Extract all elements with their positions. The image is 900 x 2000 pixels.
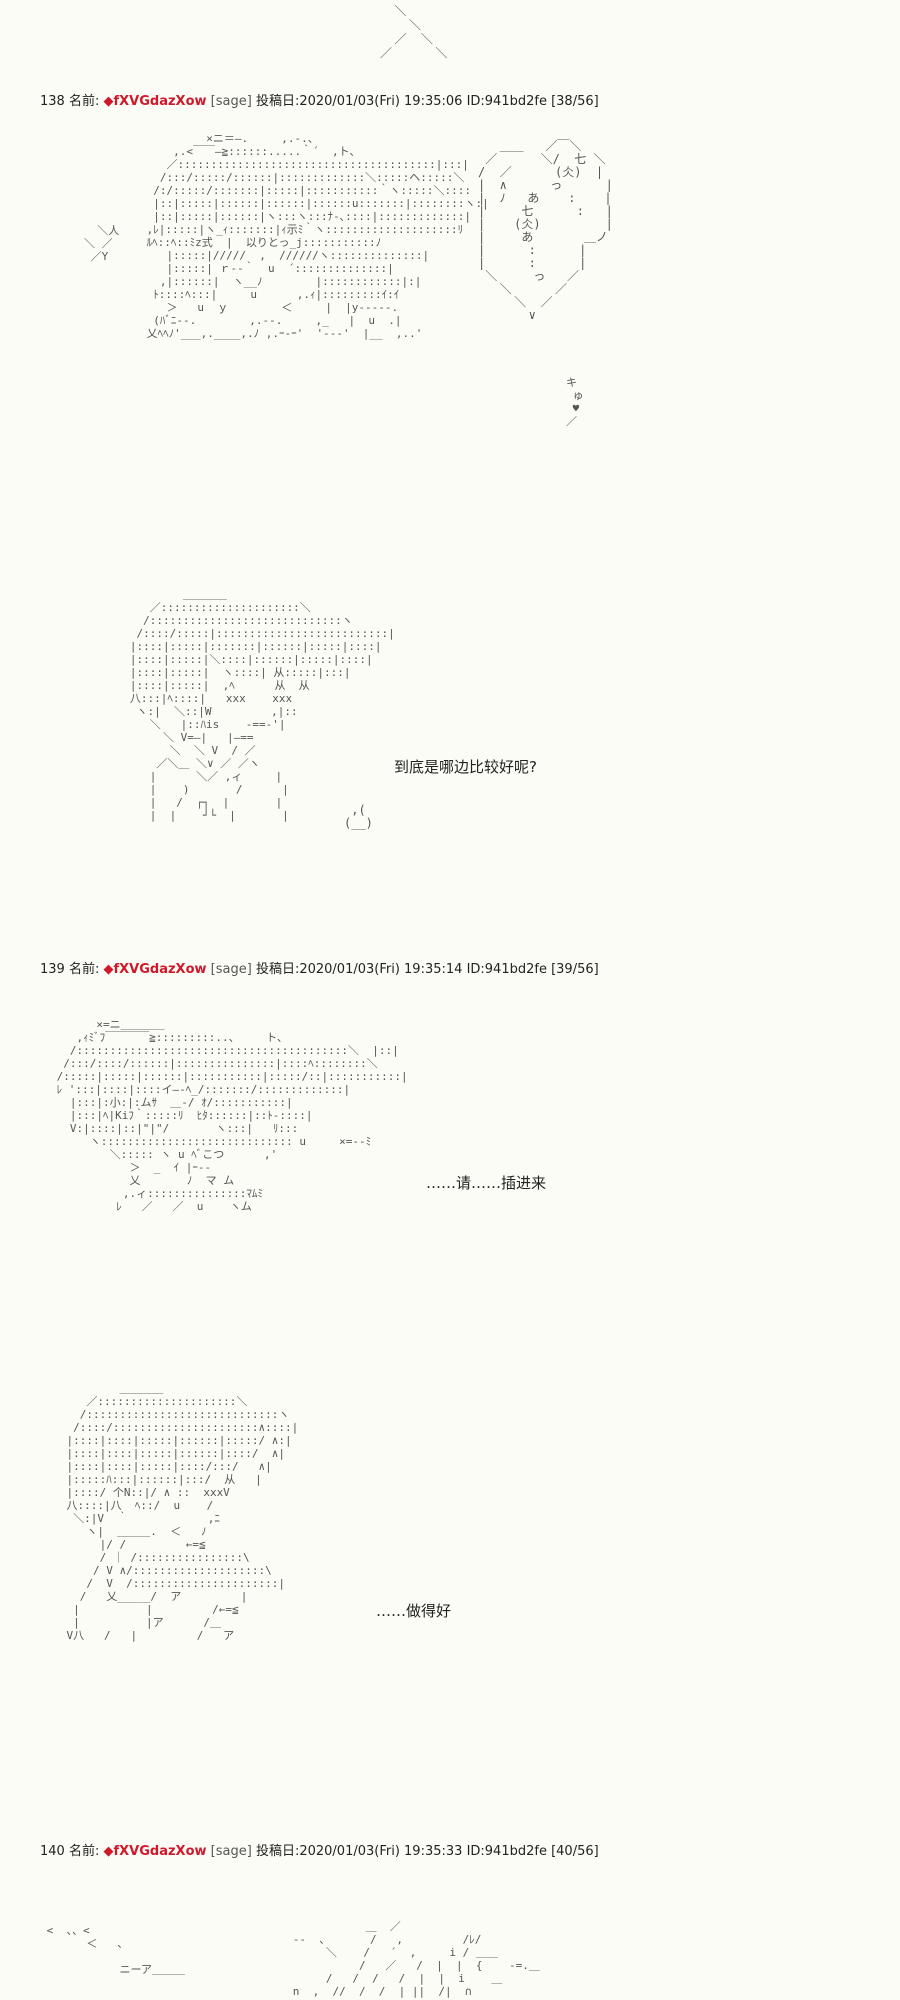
dialogue-line-139a: ……请……插进来 (426, 1174, 547, 1192)
poster-trip[interactable]: ◆fXVGdazXow (103, 1844, 207, 1859)
post-datetime: 2020/01/03(Fri) 19:35:06 (299, 94, 463, 109)
sage-tag: [sage] (210, 94, 252, 109)
poster-trip[interactable]: ◆fXVGdazXow (103, 94, 207, 109)
post-id: ID:941bd2fe (466, 1844, 547, 1859)
post-number: 139 (40, 962, 65, 977)
girl-138-art: ＿＿＿＿ ／:::::::::::::::::::::＼ /::::::::::… (129, 588, 395, 822)
top-peak-art: ＼ ＼ ／ ＼ ／ ＼ (380, 4, 448, 60)
speech-bubble-art: ＿＿ ／￣＼ ／ ＼/ 七 ＼ / ／ (仌) | | ∧ っ | | ﾉ あ … (478, 139, 613, 322)
post-number: 140 (40, 1844, 65, 1859)
name-label: 名前: (68, 1844, 100, 1859)
girl-139-art: ＿＿＿＿ ／:::::::::::::::::::::＼ /::::::::::… (66, 1382, 299, 1642)
date-label: 投稿日: (255, 1844, 300, 1859)
hand-138-art: ,( (__) (344, 803, 373, 830)
name-label: 名前: (68, 962, 100, 977)
date-label: 投稿日: (255, 962, 300, 977)
post-header-140: 140 名前: ◆fXVGdazXow [sage] 投稿日:2020/01/0… (40, 1840, 599, 1859)
post-counter: [39/56] (551, 962, 599, 977)
scene-139-art: ×=ニ＿＿＿＿ ,ｨﾐﾞﾌ￣￣￣￣≧:::::::::..、 ト、 /:::::… (56, 1018, 408, 1213)
scene-138-art: ×ニ＝―. ,.-.、 ,.<￣￣―≧::::::.....｀´ ,ト、 ／::… (146, 132, 489, 340)
post-id: ID:941bd2fe (466, 962, 547, 977)
post-id: ID:941bd2fe (466, 94, 547, 109)
scene-140b-art: ＿ ／ -- 、 / , /ﾚ/ ＼ / ´ , i / ＿＿ / ／ / | … (292, 1920, 540, 1998)
post-counter: [40/56] (551, 1844, 599, 1859)
dialogue-line-138: 到底是哪边比较好呢? (394, 758, 537, 776)
scene-140-art: < 、、< ＜ 、 ニーア＿＿＿ (46, 1924, 186, 1976)
poster-trip[interactable]: ◆fXVGdazXow (103, 962, 207, 977)
sage-tag: [sage] (210, 962, 252, 977)
name-label: 名前: (68, 94, 100, 109)
post-datetime: 2020/01/03(Fri) 19:35:14 (299, 962, 463, 977)
post-header-138: 138 名前: ◆fXVGdazXow [sage] 投稿日:2020/01/0… (40, 90, 599, 109)
post-number: 138 (40, 94, 65, 109)
post-counter: [38/56] (551, 94, 599, 109)
kyu-art: キ ゅ ♥ ／ (566, 376, 584, 428)
post-header-139: 139 名前: ◆fXVGdazXow [sage] 投稿日:2020/01/0… (40, 958, 599, 977)
dialogue-line-139b: ……做得好 (376, 1602, 452, 1620)
mark-138-art: ＼人 ＼ ／ ／Y (84, 224, 120, 263)
post-datetime: 2020/01/03(Fri) 19:35:33 (299, 1844, 463, 1859)
sage-tag: [sage] (210, 1844, 252, 1859)
date-label: 投稿日: (255, 94, 300, 109)
